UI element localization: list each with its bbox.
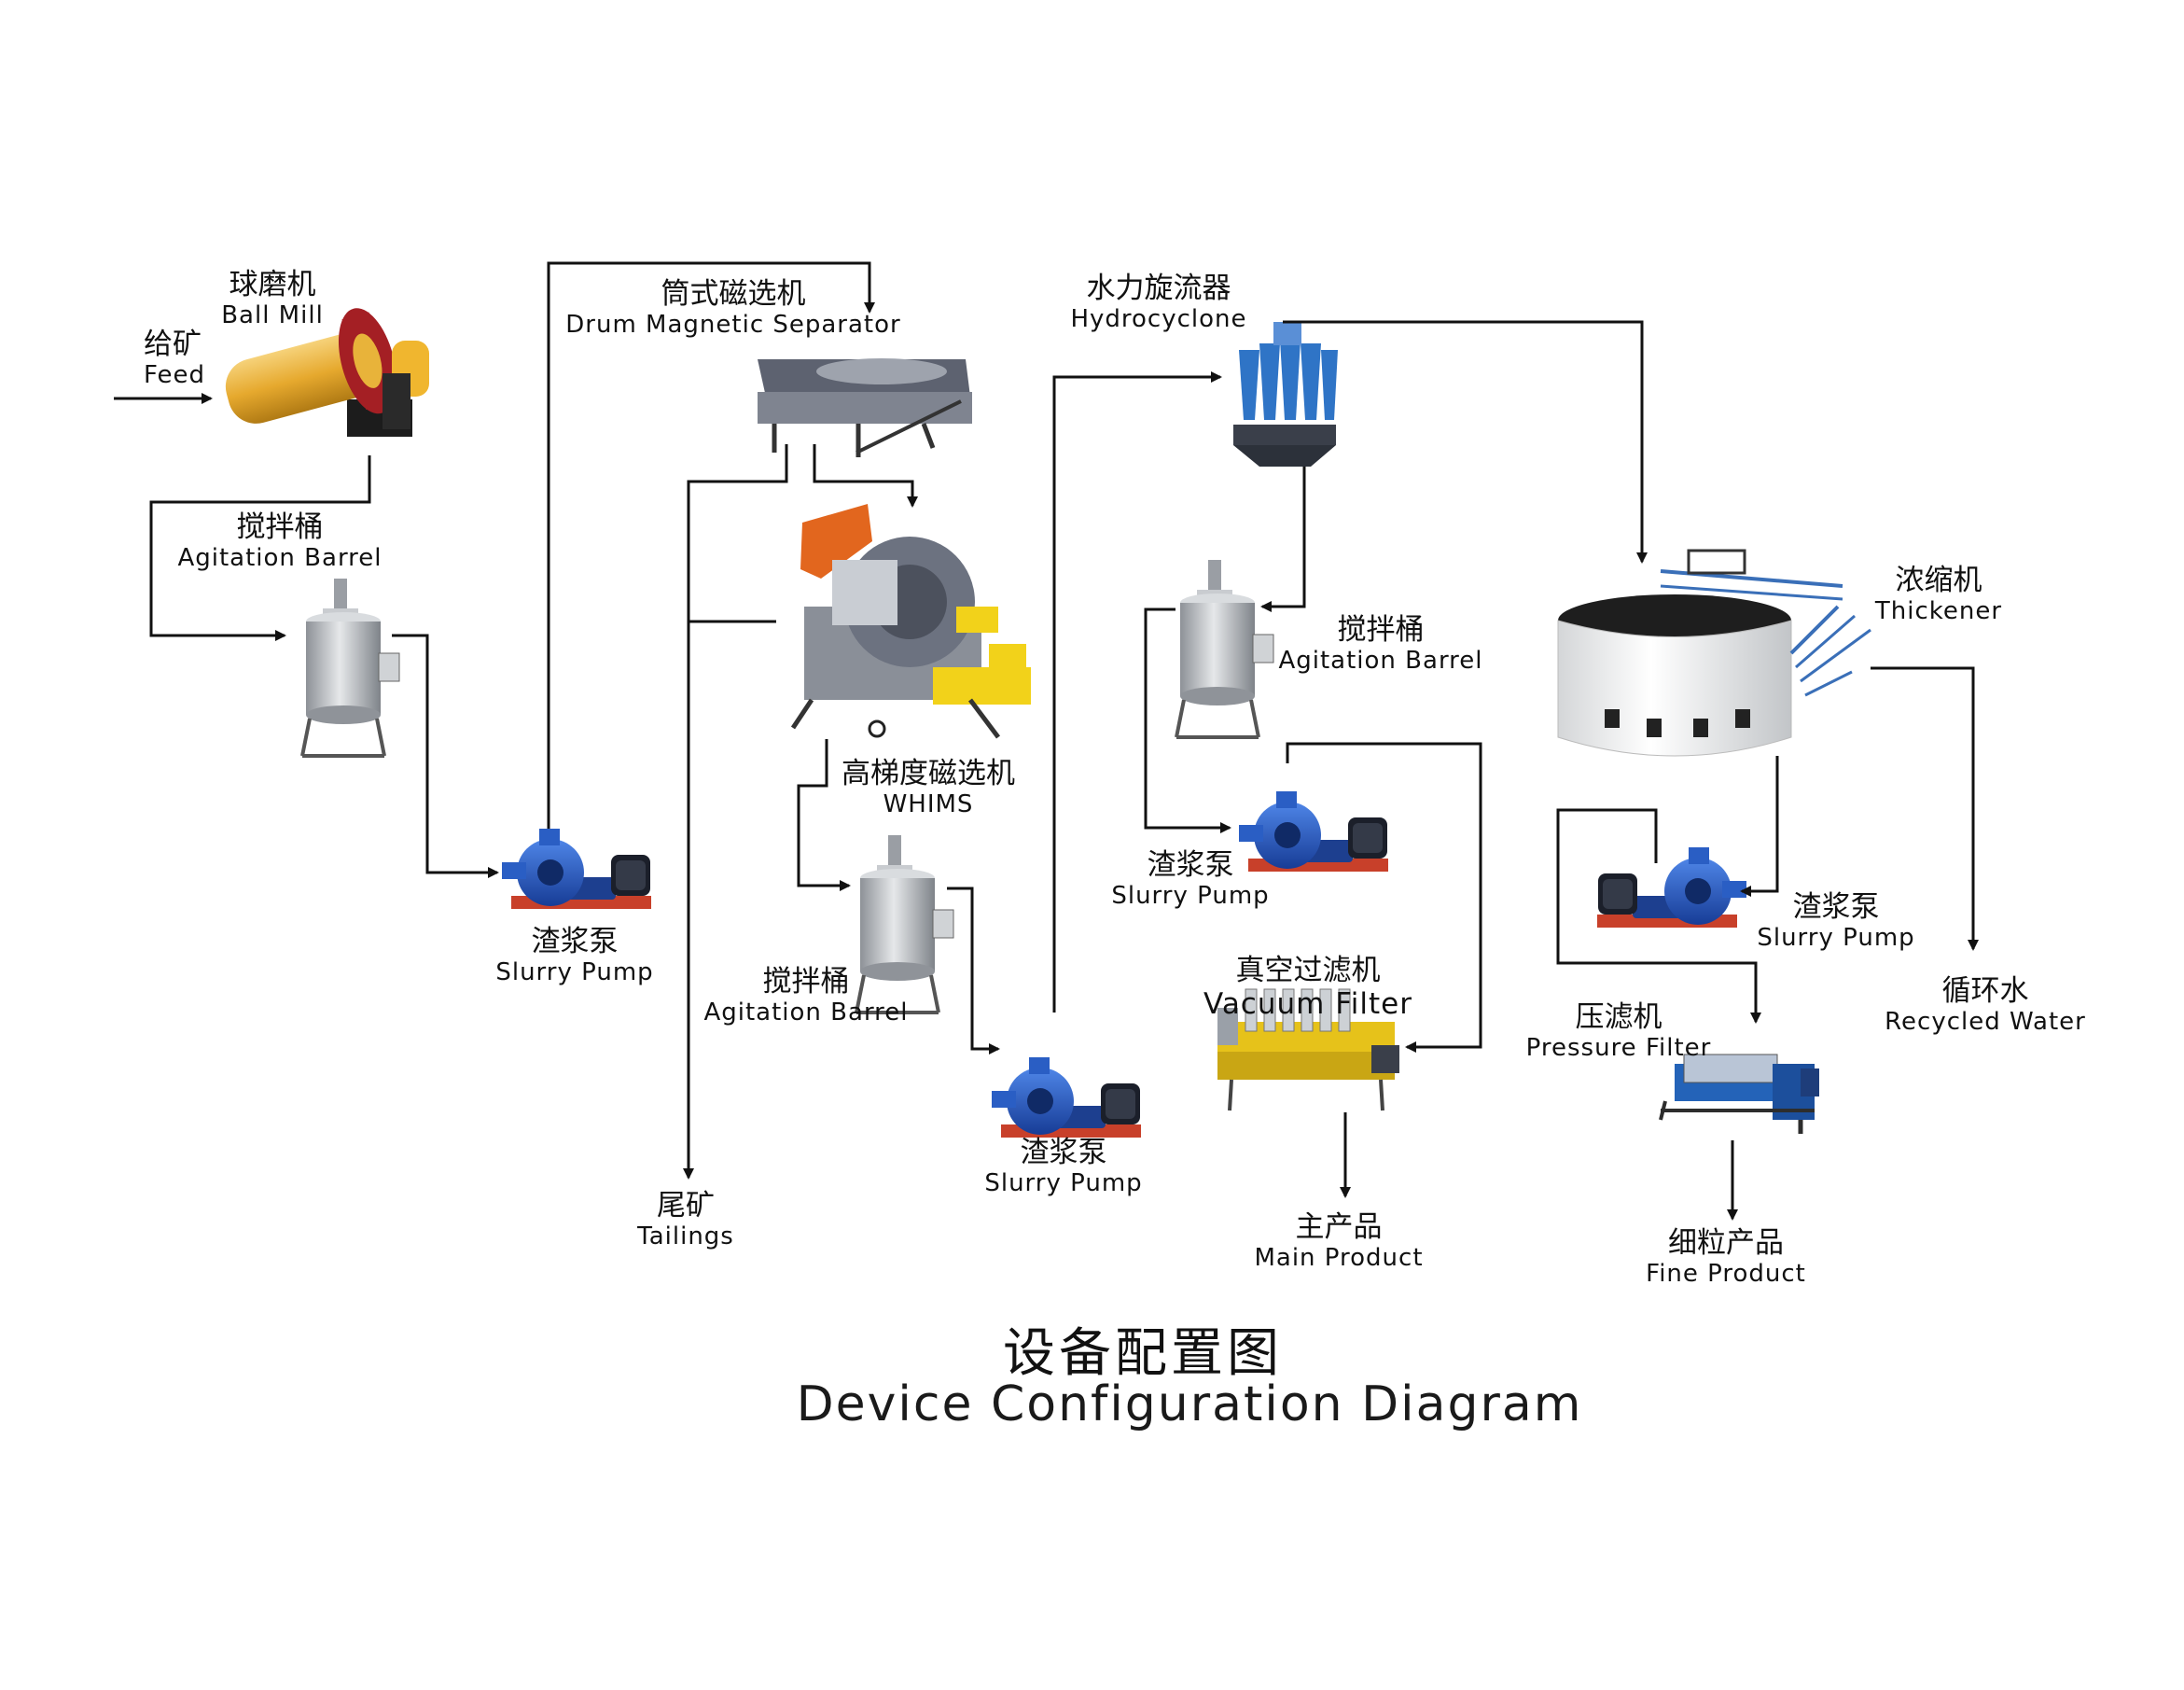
label-hydrocyclone: 水力旋流器 Hydrocyclone [1070,272,1246,334]
label-feed-zh: 给矿 [144,328,202,361]
label-slurry-pump-2-zh: 渣浆泵 [1020,1136,1107,1169]
whims-icon [790,504,1031,739]
label-vacuum-filter-en: Vacuum Filter [1203,986,1412,1021]
label-tailings-zh: 尾矿 [657,1189,715,1222]
label-drum-magnetic-separator-zh: 筒式磁选机 [661,277,806,311]
label-slurry-pump-4-en: Slurry Pump [1757,923,1915,952]
label-agitation-barrel-2-zh: 搅拌桶 [762,965,850,999]
arrow-pump2-to-hydrocyclone [1052,371,1222,1013]
arrow-barrel1-to-pump1 [392,634,499,878]
arrow-hydrocyclone-to-thickener [1283,320,1648,564]
arrow-drum-to-tailings [683,444,788,1180]
label-main-product-en: Main Product [1254,1243,1424,1272]
label-agitation-barrel-3-zh: 搅拌桶 [1337,613,1425,647]
arrow-thickener-to-recycled-water [1871,666,1979,951]
flow-lines [114,261,1979,1221]
label-tailings-en: Tailings [637,1222,734,1250]
arrow-pump4-to-pressure-filter [1556,808,1761,1024]
label-vacuum-filter-zh: 真空过滤机 [1235,954,1381,987]
arrow-hydrocyclone-to-barrel3 [1260,467,1306,612]
label-slurry-pump-3-zh: 渣浆泵 [1147,848,1234,882]
label-slurry-pump-1-zh: 渣浆泵 [531,925,619,958]
label-thickener-en: Thickener [1874,596,2003,625]
label-tailings: 尾矿 Tailings [637,1189,734,1251]
label-slurry-pump-2-en: Slurry Pump [984,1168,1143,1197]
arrow-barrel2-to-pump2 [947,887,1000,1055]
arrow-whims-to-barrel2 [797,739,851,891]
label-ball-mill: 球磨机 Ball Mill [221,268,324,330]
diagram-title-zh: 设备配置图 [1003,1323,1283,1384]
label-slurry-pump-2: 渣浆泵 Slurry Pump [984,1136,1143,1198]
label-feed: 给矿 Feed [144,328,205,390]
label-drum-magnetic-separator: 筒式磁选机 Drum Magnetic Separator [565,277,901,340]
label-agitation-barrel-1-en: Agitation Barrel [177,543,383,572]
label-fine-product: 细粒产品 Fine Product [1646,1226,1806,1289]
label-agitation-barrel-1: 搅拌桶 Agitation Barrel [177,510,383,573]
agitation-barrel-3-icon [1175,558,1275,739]
label-fine-product-en: Fine Product [1646,1259,1806,1288]
label-slurry-pump-3-en: Slurry Pump [1111,881,1270,910]
ball-mill-icon [225,308,429,437]
arrow-drum-to-whims [813,444,918,508]
label-agitation-barrel-3: 搅拌桶 Agitation Barrel [1278,613,1483,676]
label-ball-mill-zh: 球磨机 [229,268,316,301]
label-pressure-filter-zh: 压滤机 [1575,1000,1662,1034]
label-slurry-pump-4: 渣浆泵 Slurry Pump [1757,890,1915,953]
label-recycled-water-en: Recycled Water [1885,1007,2086,1036]
label-vacuum-filter: 真空过滤机 Vacuum Filter [1203,954,1412,1021]
thickener-icon [1557,549,1871,757]
slurry-pump-1-icon [502,829,651,909]
vacuum-filter-icon [1217,988,1399,1111]
label-thickener-zh: 浓缩机 [1895,564,1982,597]
label-pressure-filter-en: Pressure Filter [1525,1033,1712,1062]
label-slurry-pump-1-en: Slurry Pump [495,957,654,986]
diagram-title-en: Device Configuration Diagram [796,1376,1583,1432]
label-pressure-filter: 压滤机 Pressure Filter [1525,1000,1712,1063]
label-whims-zh: 高梯度磁选机 [842,757,1015,790]
label-ball-mill-en: Ball Mill [221,300,324,329]
arrow-barrel3-to-pump3 [1144,608,1231,833]
label-slurry-pump-4-zh: 渣浆泵 [1792,890,1880,924]
label-main-product-zh: 主产品 [1295,1210,1383,1244]
hydrocyclone-icon [1233,322,1338,467]
label-slurry-pump-3: 渣浆泵 Slurry Pump [1111,848,1270,911]
arrow-mill-to-barrel1 [149,455,371,641]
label-main-product: 主产品 Main Product [1254,1210,1424,1273]
label-fine-product-zh: 细粒产品 [1668,1226,1784,1260]
label-agitation-barrel-3-en: Agitation Barrel [1278,646,1483,675]
label-whims-en: WHIMS [883,789,974,818]
label-recycled-water: 循环水 Recycled Water [1885,974,2086,1037]
label-drum-magnetic-separator-en: Drum Magnetic Separator [565,310,901,339]
label-feed-en: Feed [144,360,206,389]
label-thickener: 浓缩机 Thickener [1874,564,2003,626]
drum-magnetic-separator-icon [758,358,972,457]
label-agitation-barrel-2-en: Agitation Barrel [703,998,909,1027]
slurry-pump-2-icon [992,1057,1141,1138]
arrow-pump1-to-drum [547,261,875,829]
label-agitation-barrel-2: 搅拌桶 Agitation Barrel [703,965,909,1027]
agitation-barrel-1-icon [300,577,401,758]
label-recycled-water-zh: 循环水 [1941,974,2029,1008]
label-slurry-pump-1: 渣浆泵 Slurry Pump [495,925,654,987]
label-agitation-barrel-1-zh: 搅拌桶 [236,510,324,544]
arrow-pump3-to-vacuum-filter [1286,742,1482,1053]
pressure-filter-icon [1659,1054,1819,1134]
label-hydrocyclone-en: Hydrocyclone [1070,304,1247,333]
label-whims: 高梯度磁选机 WHIMS [842,757,1015,819]
slurry-pump-4-icon [1597,847,1746,928]
label-hydrocyclone-zh: 水力旋流器 [1086,272,1231,305]
arrow-thickener-to-pump4 [1740,756,1779,897]
